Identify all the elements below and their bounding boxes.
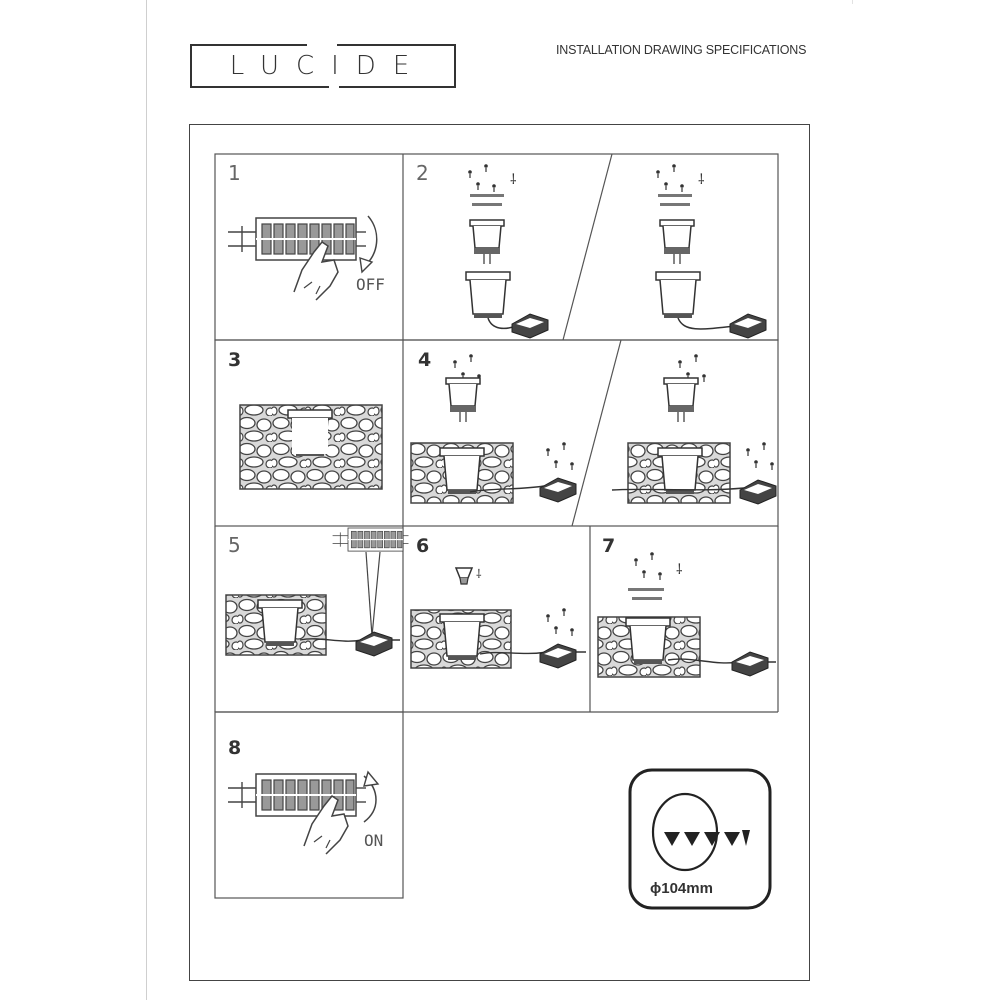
step-3-panel: 3 — [228, 349, 383, 490]
step-7-panel: 7 ⸸ — [597, 535, 776, 678]
logo-text: LUCIDE — [229, 51, 427, 81]
page-edge-top — [852, 0, 853, 4]
step-8-number: 8 — [228, 737, 241, 759]
step-2-number: 2 — [416, 161, 429, 185]
step-5-panel: 5 — [225, 527, 410, 657]
cover-ring-icon — [470, 194, 504, 197]
switch-off-label: OFF — [356, 275, 385, 294]
step-7-number: 7 — [602, 535, 615, 557]
step-2-panel: 2 ⸸ ⸸ — [416, 161, 767, 339]
svg-text:⸸: ⸸ — [698, 172, 705, 188]
light-beam-icon — [664, 832, 680, 846]
step-3-number: 3 — [228, 349, 241, 371]
svg-text:⸸: ⸸ — [676, 562, 683, 578]
step-4-number: 4 — [418, 349, 431, 371]
screws-icon — [467, 163, 497, 193]
document-title: INSTALLATION DRAWING SPECIFICATIONS — [556, 43, 807, 57]
page-edge — [146, 0, 147, 1000]
lamp-bulb-icon — [455, 567, 473, 585]
steps-grid — [214, 153, 779, 899]
step-6-panel: 6 ⸸ — [410, 535, 586, 669]
screwdriver-icon: ⸸ — [510, 172, 517, 188]
diameter-label: ϕ104mm — [650, 880, 713, 897]
lucide-logo: LUCIDE — [190, 41, 456, 92]
svg-text:⸸: ⸸ — [476, 567, 482, 581]
circuit-breaker-icon — [227, 217, 367, 261]
spec-icon: ϕ104mm — [628, 768, 772, 910]
step-1-number: 1 — [228, 161, 241, 185]
step-6-number: 6 — [416, 535, 429, 557]
fixture-icon — [469, 219, 505, 265]
step-8-panel: 8 ON — [227, 737, 383, 855]
step-5-number: 5 — [228, 533, 241, 557]
drawing-frame — [189, 124, 810, 981]
switch-on-label: ON — [364, 831, 383, 850]
step-4-panel: 4 — [410, 349, 777, 505]
junction-box-icon — [511, 313, 549, 339]
step-1-panel: 1 OFF — [227, 161, 385, 301]
sleeve-icon — [465, 271, 511, 319]
rotate-arrow-icon — [363, 215, 378, 267]
